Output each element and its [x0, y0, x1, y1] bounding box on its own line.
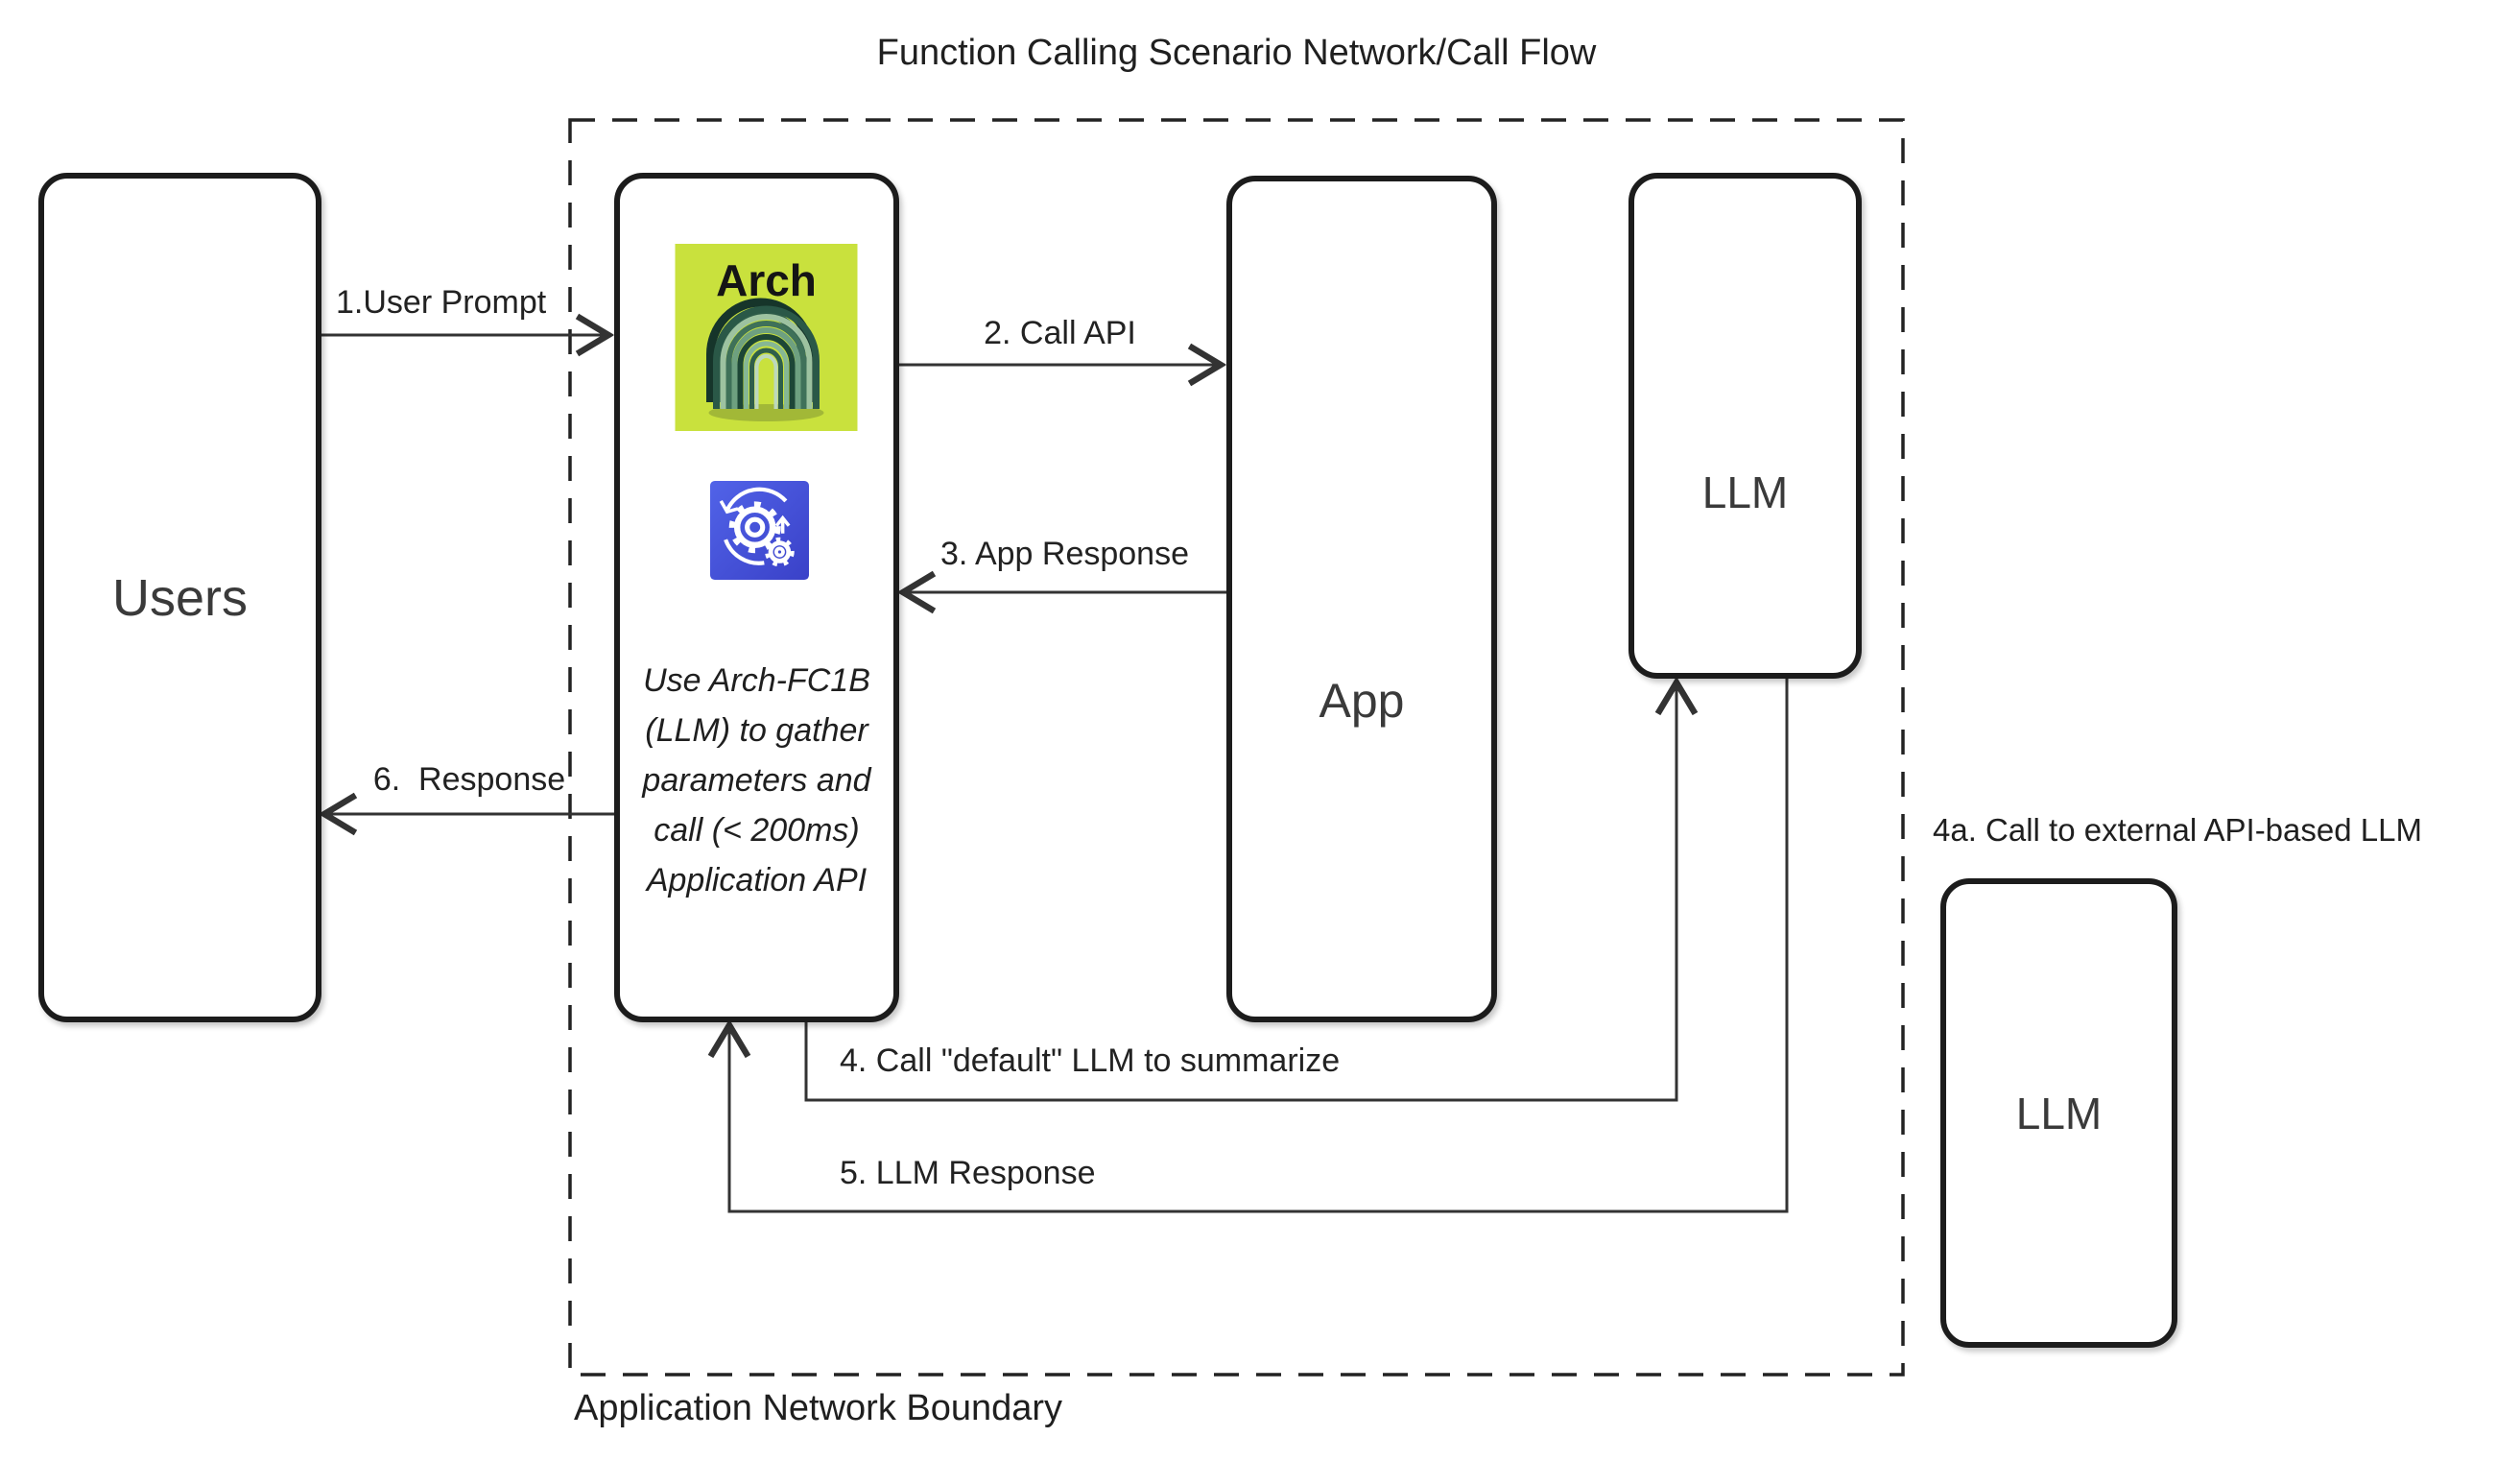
- app-label: App: [1319, 674, 1405, 728]
- arrow-6-label: 6. Response: [372, 761, 566, 798]
- arrow-4-call-default-llm: [804, 683, 1676, 1102]
- users-label: Users: [111, 568, 248, 627]
- external-llm-caption: 4a. Call to external API-based LLM: [1933, 812, 2422, 848]
- arrow-4-label: 4. Call "default" LLM to summarize: [840, 1042, 1341, 1079]
- llm-external-label: LLM: [2015, 1088, 2103, 1138]
- arch-note: Use Arch-FC1B (LLM) to gather parameters…: [642, 662, 871, 898]
- llm-external-node: LLM: [1940, 878, 2177, 1348]
- boundary-label: Application Network Boundary: [574, 1388, 1063, 1428]
- arrow-3-label: 3. App Response: [940, 536, 1189, 572]
- arch-logo-text: Arch: [716, 255, 817, 305]
- arch-node: Arch: [614, 173, 899, 1022]
- users-node: Users: [38, 173, 321, 1022]
- llm-internal-node: LLM: [1628, 173, 1862, 679]
- app-node: App: [1226, 176, 1497, 1022]
- gear-sync-icon: [710, 481, 809, 580]
- arrow-1-label: 1.User Prompt: [336, 284, 547, 321]
- llm-internal-label: LLM: [1701, 467, 1789, 517]
- arrow-5-label: 5. LLM Response: [840, 1155, 1096, 1191]
- arch-logo-icon: Arch: [675, 244, 858, 431]
- arrow-2-label: 2. Call API: [984, 315, 1136, 351]
- diagram-title: Function Calling Scenario Network/Call F…: [876, 33, 1597, 73]
- application-network-boundary: [568, 118, 1905, 1377]
- arrow-5-llm-response: [729, 679, 1789, 1213]
